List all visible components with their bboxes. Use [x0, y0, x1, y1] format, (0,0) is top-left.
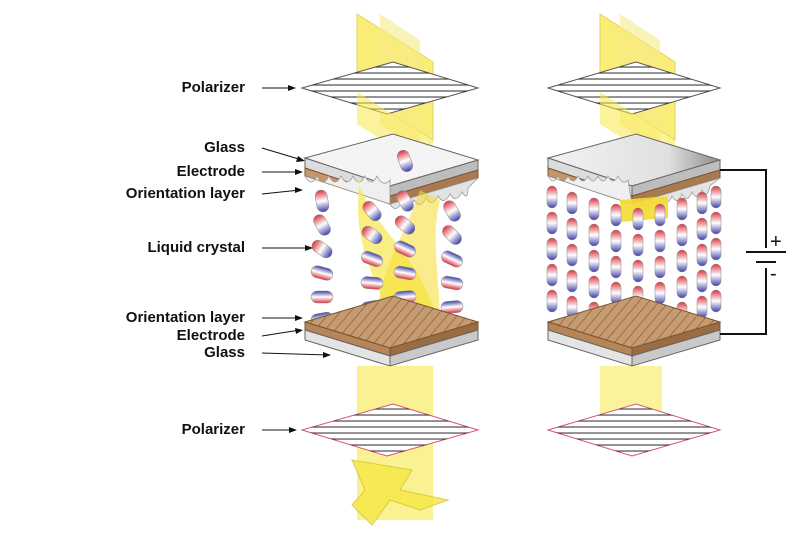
- left-stack: [300, 13, 480, 526]
- right-stack: + -: [546, 13, 786, 457]
- left-output-arrow: [351, 459, 450, 526]
- label-bottom-orientation-layer: Orientation layer: [126, 309, 245, 326]
- right-liquid-crystal: [546, 185, 722, 335]
- label-top-orientation-layer: Orientation layer: [126, 185, 245, 202]
- label-top-polarizer: Polarizer: [182, 79, 246, 96]
- labels: Polarizer Glass Electrode Orientation la…: [126, 79, 331, 438]
- left-bottom-polarizer: [300, 403, 480, 457]
- label-bottom-glass: Glass: [204, 344, 245, 361]
- label-liquid-crystal: Liquid crystal: [147, 239, 245, 256]
- left-bottom-electrode: [304, 321, 479, 357]
- battery-circuit: + -: [720, 169, 786, 335]
- label-top-electrode: Electrode: [177, 163, 245, 180]
- label-top-glass: Glass: [204, 139, 245, 156]
- battery-plus-sign: +: [770, 231, 782, 253]
- left-bottom-glass: [304, 329, 479, 367]
- label-bottom-polarizer: Polarizer: [182, 421, 246, 438]
- label-bottom-electrode: Electrode: [177, 327, 245, 344]
- battery-minus-sign: -: [770, 263, 777, 285]
- left-top-polarizer: [300, 61, 480, 115]
- right-bottom-polarizer: [546, 403, 722, 457]
- right-top-polarizer: [546, 61, 722, 115]
